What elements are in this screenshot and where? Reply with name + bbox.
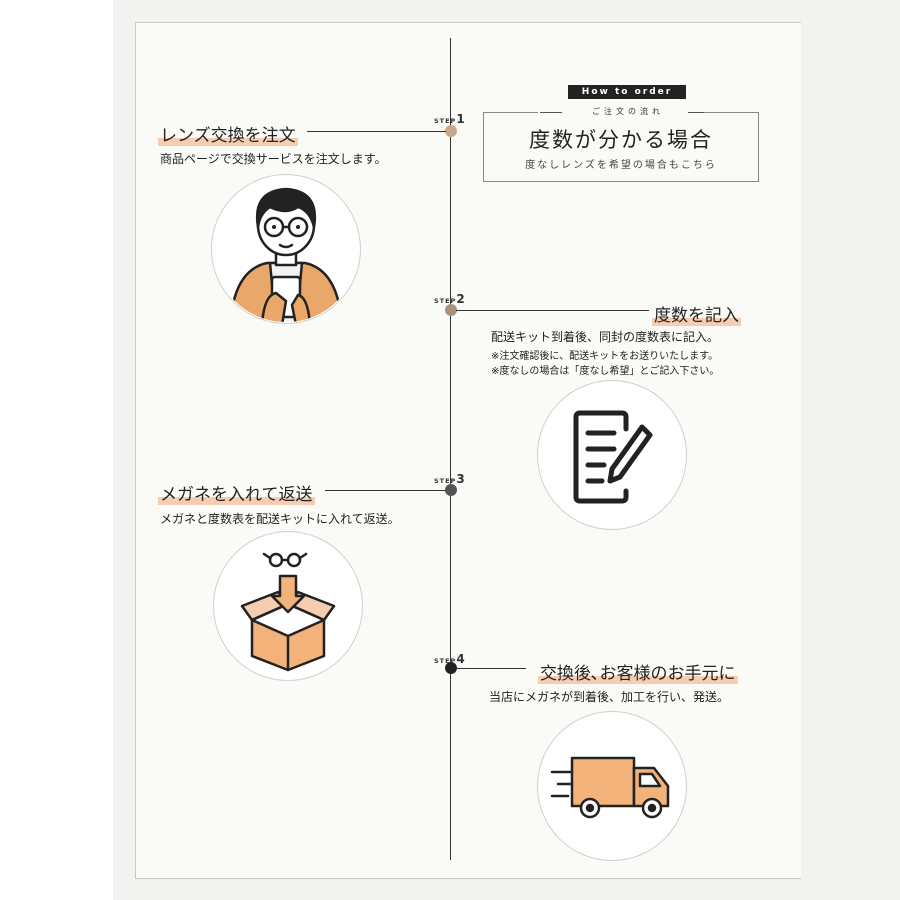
page-title: 度数が分かる場合 (529, 128, 713, 152)
step4-heading: 交換後､お客様のお手元に (538, 659, 738, 684)
step1-dot (445, 125, 457, 137)
step1-label: STEP1 (434, 112, 465, 126)
step2-note-1: ※注文確認後に、配送キットをお送りいたします。 (491, 351, 719, 362)
step1-description: 商品ページで交換サービスを注文します。 (160, 152, 387, 166)
step1-number: 1 (456, 112, 465, 126)
step2-label: STEP2 (434, 292, 465, 306)
title-box-top-left (483, 112, 538, 113)
step3-description: メガネと度数表を配送キットに入れて返送。 (160, 512, 400, 526)
document-pen-icon (573, 410, 653, 504)
step3-number: 3 (456, 472, 465, 486)
step4-connector (456, 668, 526, 669)
step3-heading: メガネを入れて返送 (158, 480, 315, 505)
step2-connector (456, 310, 649, 311)
step1-prefix: STEP (434, 117, 457, 125)
flow-label-line-left (540, 112, 562, 113)
step1-illustration (211, 174, 361, 324)
step3-illustration (213, 531, 363, 681)
step4-illustration (537, 711, 687, 861)
step4-label: STEP4 (434, 652, 465, 666)
step2-illustration (537, 380, 687, 530)
step3-dot (445, 484, 457, 496)
step4-number: 4 (456, 652, 465, 666)
step2-description: 配送キット到着後、同封の度数表に記入。 (491, 330, 720, 344)
step2-dot (445, 304, 457, 316)
step2-heading: 度数を記入 (652, 301, 741, 326)
order-flow-label: ご注文の流れ (592, 107, 664, 116)
page-subtitle: 度なしレンズを希望の場合もこちら (525, 160, 717, 171)
step1-heading: レンズ交換を注文 (158, 121, 298, 146)
delivery-truck-icon (550, 756, 670, 819)
step3-prefix: STEP (434, 477, 457, 485)
order-flow-card (135, 22, 801, 879)
flow-label-line-right (688, 112, 710, 113)
title-box-top-right (704, 112, 759, 113)
step3-label: STEP3 (434, 472, 465, 486)
timeline-line (450, 38, 451, 860)
step4-description: 当店にメガネが到着後、加工を行い、発送。 (489, 690, 730, 704)
title-box (483, 112, 759, 182)
step2-number: 2 (456, 292, 465, 306)
step1-connector (307, 131, 446, 132)
step4-dot (445, 662, 457, 674)
how-to-order-badge: How to order (568, 85, 686, 99)
person-with-smartphone-icon (228, 187, 344, 322)
step3-connector (325, 490, 446, 491)
glasses-box-icon (240, 552, 336, 672)
step4-prefix: STEP (434, 657, 457, 665)
step2-prefix: STEP (434, 297, 457, 305)
step2-note-2: ※度なしの場合は「度なし希望」とご記入下さい。 (491, 366, 720, 377)
